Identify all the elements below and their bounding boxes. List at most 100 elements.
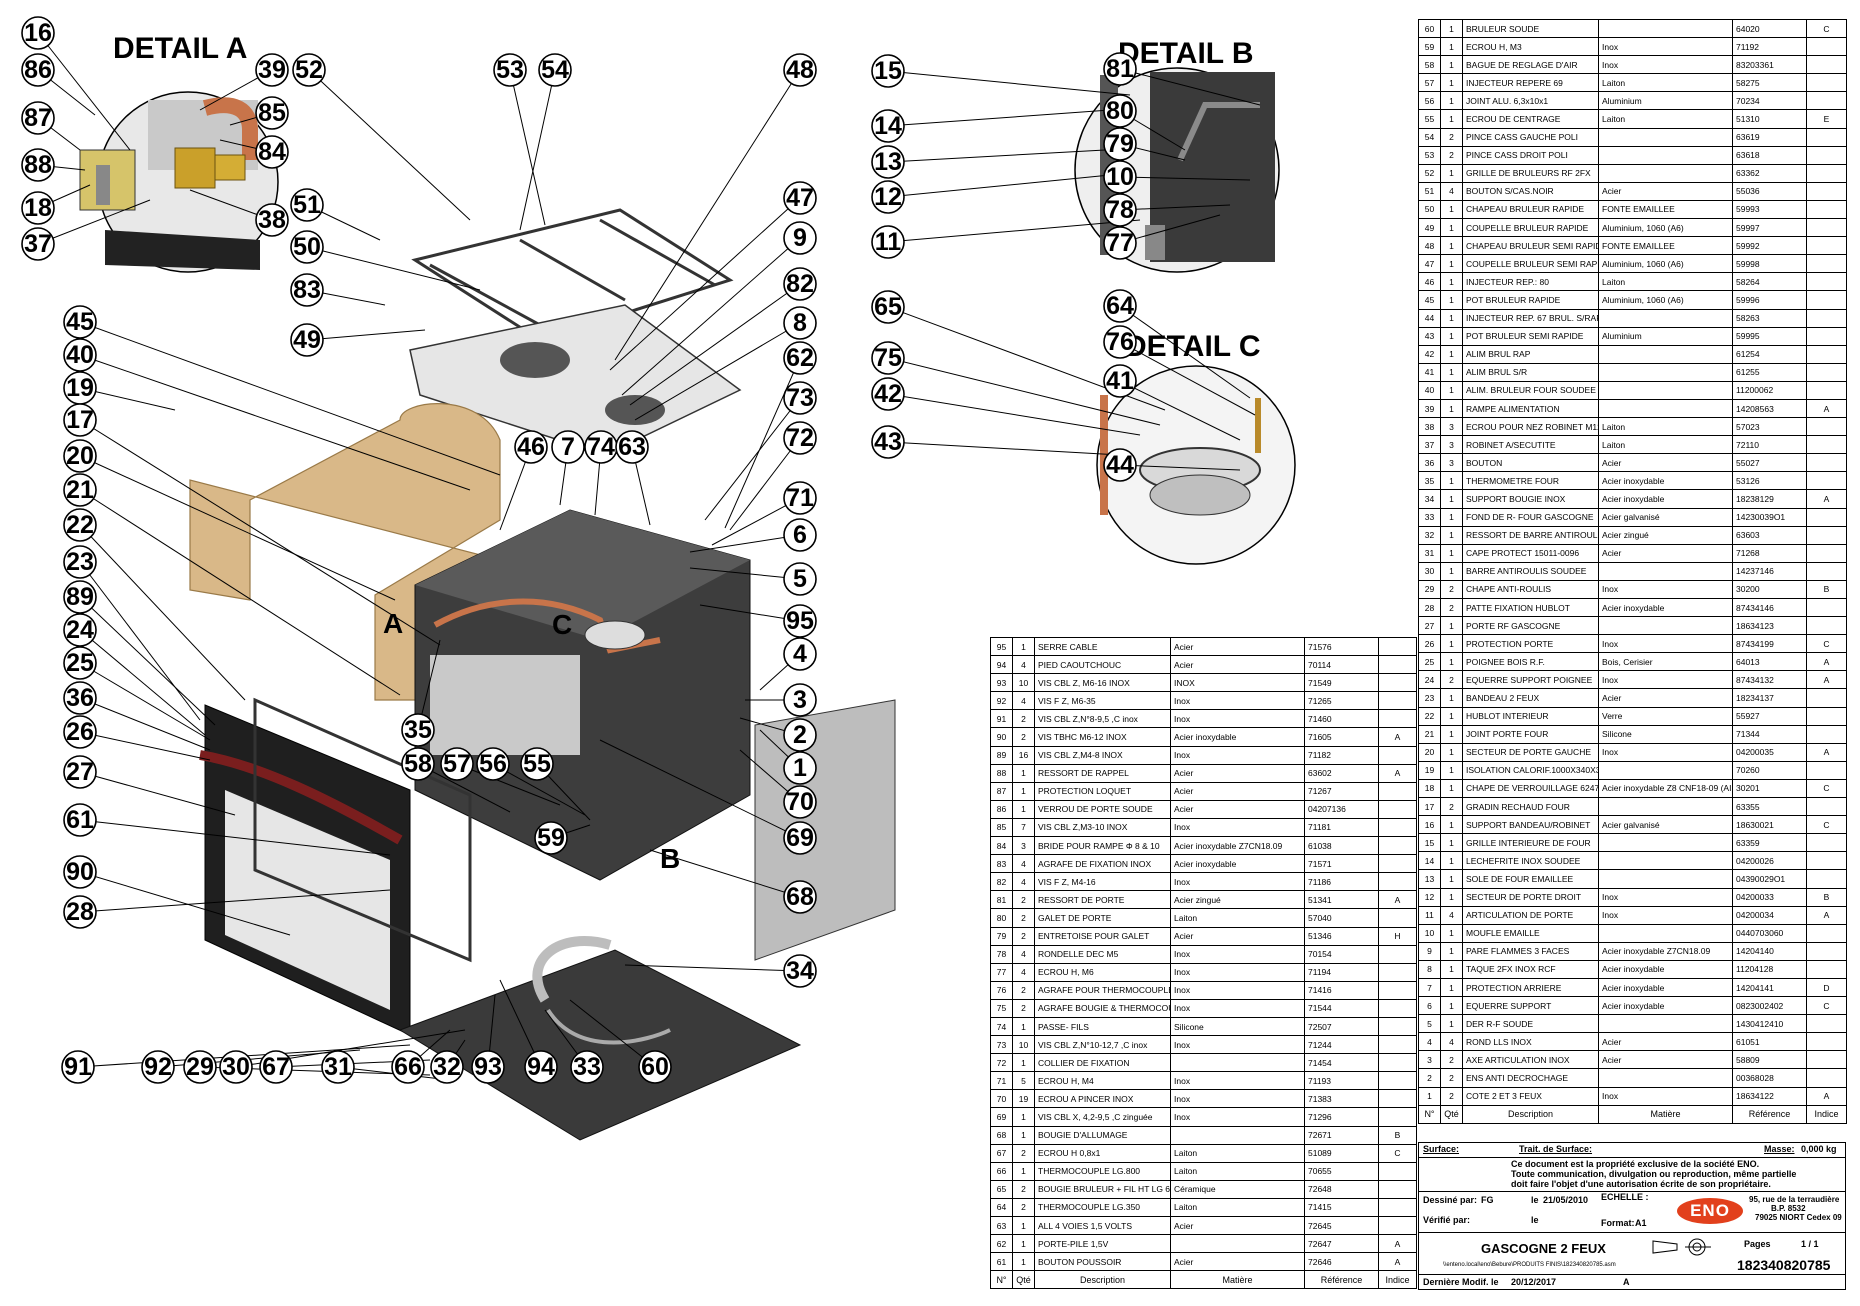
callout-label: 6 [793,521,807,549]
part-description: VIS F Z, M6-35 [1034,691,1171,711]
callout-label: 81 [1106,55,1134,83]
part-description: RESSORT DE RAPPEL [1034,763,1171,783]
part-index: D [1806,977,1847,998]
leader-line [79,455,396,601]
part-quantity: 1 [1440,941,1463,961]
part-material: Laiton [1170,1143,1305,1163]
part-description: BANDEAU 2 FEUX [1462,688,1599,708]
part-material: Acier [1170,1215,1305,1236]
part-reference: 72110 [1732,435,1807,455]
part-quantity: 16 [1012,745,1035,765]
part-number: 76 [990,980,1013,1000]
callout-94: 94 [524,1050,558,1084]
part-reference: 53126 [1732,471,1807,491]
part-index [1806,308,1847,328]
part-reference: 71182 [1304,745,1379,765]
part-reference: 63602 [1304,763,1379,783]
part-number: 12 [1418,887,1441,907]
part-quantity: 1 [1440,977,1463,998]
header-quantity: Qté [1012,1270,1035,1290]
part-number: 86 [990,799,1013,819]
part-index [1378,781,1417,801]
callout-label: 67 [262,1053,290,1081]
notice-line-1: Ce document est la propriété exclusive d… [1511,1159,1760,1169]
part-quantity: 1 [1440,1014,1463,1034]
part-material: Acier [1170,655,1305,675]
part-number: 82 [990,872,1013,892]
part-material: Acier inoxydable [1598,977,1733,998]
callout-9: 9 [783,221,817,255]
part-quantity: 4 [1440,905,1463,925]
part-reference: 87434146 [1732,597,1807,618]
part-number: 32 [1418,525,1441,545]
callout-72: 72 [783,421,817,455]
part-index: A [1806,670,1847,690]
part-reference: 59993 [1732,199,1807,220]
part-description: ECROU H, M6 [1034,962,1171,982]
part-reference: 71454 [1304,1053,1379,1073]
leader-line [689,567,801,580]
hob-grid [411,208,734,342]
part-material: Silicone [1598,724,1733,744]
part-index [1378,1035,1417,1055]
callout-60: 60 [638,1050,672,1084]
leader-line [417,763,511,813]
part-reference: 61254 [1732,344,1807,364]
callout-88: 88 [21,148,55,182]
part-index [1806,181,1847,201]
callout-40: 40 [63,338,97,372]
leader-line [1119,214,1221,244]
part-quantity: 4 [1012,655,1035,675]
callout-label: 61 [66,806,94,834]
callout-62: 62 [783,341,817,375]
part-description: FOND DE R- FOUR GASCOGNE [1462,507,1599,527]
pages-value: 1 / 1 [1801,1239,1819,1249]
part-quantity: 1 [1440,91,1463,111]
callout-label: 37 [24,230,52,258]
part-number: 52 [1418,163,1441,183]
part-number: 60 [1418,18,1441,39]
part-quantity: 1 [1440,290,1463,310]
part-index [1806,724,1847,744]
part-quantity: 1 [1440,833,1463,853]
part-reference: 71344 [1732,724,1807,744]
part-description: AGRAFE DE FIXATION INOX [1034,854,1171,874]
part-reference: 71192 [1732,37,1807,57]
part-quantity: 7 [1012,817,1035,838]
leader-line [704,397,801,521]
part-reference: 59997 [1732,218,1807,238]
part-reference: 04200034 [1732,905,1807,925]
part-material: Acier inoxydable Z8 CNF18-09 (AISI 303) [1598,778,1733,799]
leader-line [887,174,1111,198]
part-reference: 72671 [1304,1125,1379,1145]
part-number: 56 [1418,91,1441,111]
part-number: 42 [1418,344,1441,364]
callout-83: 83 [290,273,324,307]
part-number: 22 [1418,706,1441,726]
part-description: COTE 2 ET 3 FEUX [1462,1086,1599,1106]
callout-label: 69 [786,824,814,852]
part-number: 74 [990,1016,1013,1037]
callout-label: 13 [874,148,902,176]
part-index [1378,854,1417,874]
callout-label: 80 [1106,97,1134,125]
part-reference: 72507 [1304,1016,1379,1037]
part-description: INJECTEUR REP. 67 BRUL. S/RAP [1462,308,1599,328]
part-number: 61 [990,1252,1013,1272]
callout-51: 51 [290,188,324,222]
callout-label: 32 [433,1053,461,1081]
part-quantity: 2 [1440,145,1463,165]
part-number: 79 [990,926,1013,946]
part-number: 94 [990,655,1013,675]
part-reference: 83203361 [1732,55,1807,75]
part-material [1598,145,1733,165]
part-reference: 14204141 [1732,977,1807,998]
